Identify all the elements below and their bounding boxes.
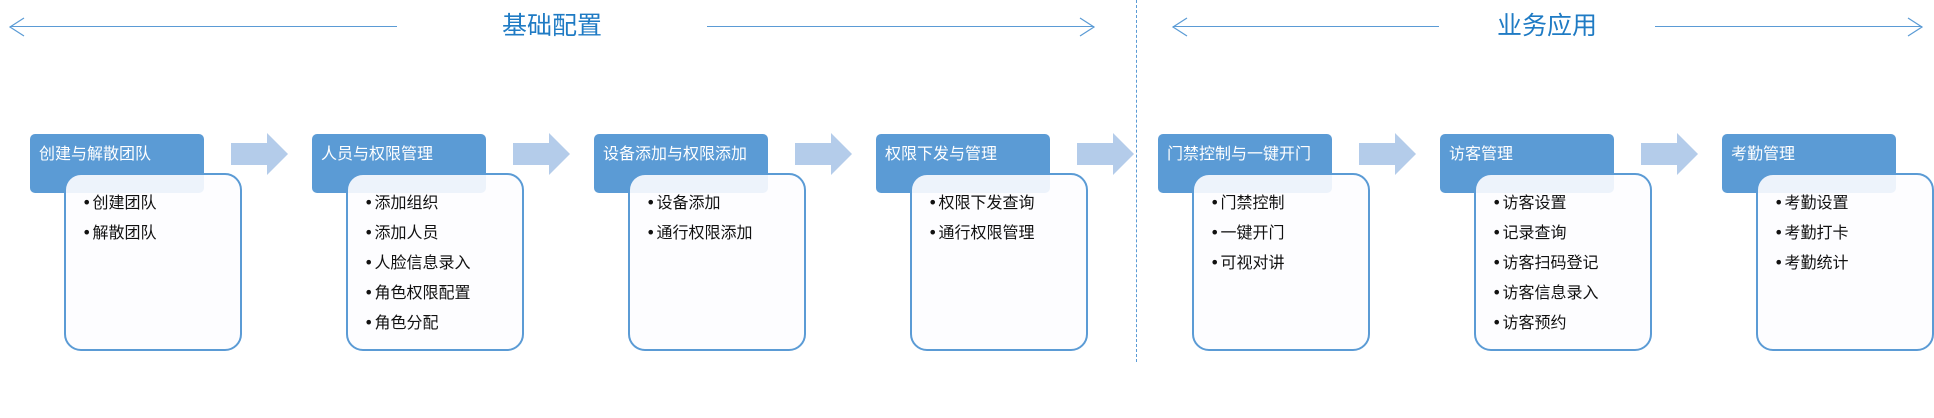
flow-arrow-icon <box>1359 133 1416 175</box>
module-item: 门禁控制 <box>1210 188 1368 218</box>
span-line-right <box>1655 26 1922 27</box>
module-item: 添加组织 <box>364 188 522 218</box>
module-item: 记录查询 <box>1492 218 1650 248</box>
module-permission-distribution: 权限下发与管理 权限下发查询 通行权限管理 <box>876 134 1112 354</box>
module-body: 权限下发查询 通行权限管理 <box>910 173 1088 351</box>
module-device-permissions: 设备添加与权限添加 设备添加 通行权限添加 <box>594 134 830 354</box>
module-item: 访客预约 <box>1492 308 1650 338</box>
module-body: 门禁控制 一键开门 可视对讲 <box>1192 173 1370 351</box>
arrow-left-icon <box>8 17 25 37</box>
module-create-dissolve-team: 创建与解散团队 创建团队 解散团队 <box>30 134 266 354</box>
arrow-right-icon <box>1907 17 1924 37</box>
module-item: 设备添加 <box>646 188 804 218</box>
module-item: 访客信息录入 <box>1492 278 1650 308</box>
module-item: 通行权限管理 <box>928 218 1086 248</box>
module-item: 权限下发查询 <box>928 188 1086 218</box>
flow-arrow-icon <box>795 133 852 175</box>
arrow-right-icon <box>1079 17 1096 37</box>
module-item: 考勤设置 <box>1774 188 1932 218</box>
arrow-left-icon <box>1171 17 1188 37</box>
module-item-list: 考勤设置 考勤打卡 考勤统计 <box>1774 188 1932 278</box>
module-access-control: 门禁控制与一键开门 门禁控制 一键开门 可视对讲 <box>1158 134 1394 354</box>
module-attendance-management: 考勤管理 考勤设置 考勤打卡 考勤统计 <box>1722 134 1934 354</box>
module-item-list: 访客设置 记录查询 访客扫码登记 访客信息录入 访客预约 <box>1492 188 1650 338</box>
module-body: 设备添加 通行权限添加 <box>628 173 806 351</box>
module-item: 访客设置 <box>1492 188 1650 218</box>
span-line-left <box>1173 26 1439 27</box>
module-item: 一键开门 <box>1210 218 1368 248</box>
module-item: 解散团队 <box>82 218 240 248</box>
module-body: 访客设置 记录查询 访客扫码登记 访客信息录入 访客预约 <box>1474 173 1652 351</box>
flow-arrow-icon <box>513 133 570 175</box>
module-item-list: 权限下发查询 通行权限管理 <box>928 188 1086 248</box>
module-item-list: 设备添加 通行权限添加 <box>646 188 804 248</box>
span-line-right <box>707 26 1094 27</box>
module-item: 添加人员 <box>364 218 522 248</box>
module-item-list: 添加组织 添加人员 人脸信息录入 角色权限配置 角色分配 <box>364 188 522 338</box>
section-title: 业务应用 <box>1497 11 1598 40</box>
module-item: 考勤打卡 <box>1774 218 1932 248</box>
module-body: 创建团队 解散团队 <box>64 173 242 351</box>
module-item-list: 门禁控制 一键开门 可视对讲 <box>1210 188 1368 278</box>
module-item: 角色分配 <box>364 308 522 338</box>
module-item: 创建团队 <box>82 188 240 218</box>
module-item: 角色权限配置 <box>364 278 522 308</box>
flow-arrow-icon <box>231 133 288 175</box>
module-visitor-management: 访客管理 访客设置 记录查询 访客扫码登记 访客信息录入 访客预约 <box>1440 134 1676 354</box>
module-item: 可视对讲 <box>1210 248 1368 278</box>
section-divider <box>1136 0 1137 362</box>
module-body: 考勤设置 考勤打卡 考勤统计 <box>1756 173 1934 351</box>
module-item: 访客扫码登记 <box>1492 248 1650 278</box>
flow-arrow-icon <box>1641 133 1698 175</box>
span-line-left <box>10 26 397 27</box>
module-item: 人脸信息录入 <box>364 248 522 278</box>
flow-arrow-icon <box>1077 133 1134 175</box>
module-item: 考勤统计 <box>1774 248 1932 278</box>
module-personnel-permissions: 人员与权限管理 添加组织 添加人员 人脸信息录入 角色权限配置 角色分配 <box>312 134 548 354</box>
module-item-list: 创建团队 解散团队 <box>82 188 240 248</box>
module-body: 添加组织 添加人员 人脸信息录入 角色权限配置 角色分配 <box>346 173 524 351</box>
module-item: 通行权限添加 <box>646 218 804 248</box>
section-title: 基础配置 <box>502 11 603 40</box>
